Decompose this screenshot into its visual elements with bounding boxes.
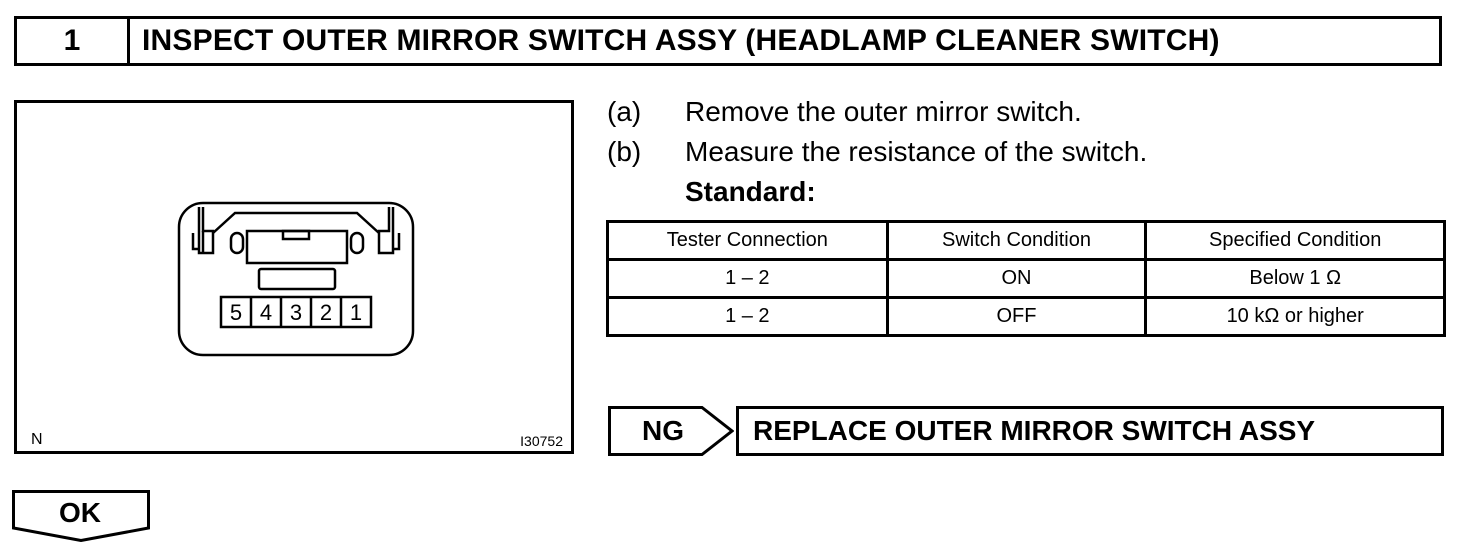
ok-arrow-shape <box>12 490 150 542</box>
standard-label: Standard: <box>685 176 816 207</box>
connector-drawing: 5 4 3 2 1 <box>177 201 415 357</box>
ng-action-box: REPLACE OUTER MIRROR SWITCH ASSY <box>736 406 1444 456</box>
step-a-label: (a) <box>607 96 642 127</box>
connector-illustration: 5 4 3 2 1 N I30752 <box>14 100 574 454</box>
pin-4: 4 <box>260 300 272 325</box>
step-a-text: Remove the outer mirror switch. <box>685 96 1082 127</box>
step-b-text: Measure the resistance of the switch. <box>685 136 1148 167</box>
pin-3: 3 <box>290 300 302 325</box>
pin-1: 1 <box>350 300 362 325</box>
pin-5: 5 <box>230 300 242 325</box>
ok-label: OK <box>59 497 101 528</box>
ng-arrow-shape <box>608 406 734 456</box>
figure-corner-label: N <box>31 431 43 448</box>
pin-2: 2 <box>320 300 332 325</box>
table-row: 1 – 2 OFF 10 kΩ or higher <box>606 296 1446 337</box>
table-cell: OFF <box>885 296 1148 337</box>
table-header-row: Tester Connection Switch Condition Speci… <box>606 220 1446 261</box>
table-cell: 1 – 2 <box>606 296 889 337</box>
step-b-label: (b) <box>607 136 642 167</box>
table-row: 1 – 2 ON Below 1 Ω <box>606 258 1446 299</box>
table-header-cell: Tester Connection <box>606 220 889 261</box>
table-cell: 10 kΩ or higher <box>1144 296 1446 337</box>
step-title: INSPECT OUTER MIRROR SWITCH ASSY (HEADLA… <box>142 24 1220 57</box>
table-cell: ON <box>885 258 1148 299</box>
table-cell: Below 1 Ω <box>1144 258 1446 299</box>
ng-label: NG <box>642 415 684 446</box>
table-header-cell: Specified Condition <box>1144 220 1446 261</box>
resistance-table: Tester Connection Switch Condition Speci… <box>606 220 1446 337</box>
figure-id: I30752 <box>520 433 563 449</box>
step-header: 1 INSPECT OUTER MIRROR SWITCH ASSY (HEAD… <box>14 16 1442 66</box>
pin-cells <box>219 295 373 329</box>
table-header-cell: Switch Condition <box>885 220 1148 261</box>
step-number: 1 <box>17 19 130 63</box>
table-cell: 1 – 2 <box>606 258 889 299</box>
